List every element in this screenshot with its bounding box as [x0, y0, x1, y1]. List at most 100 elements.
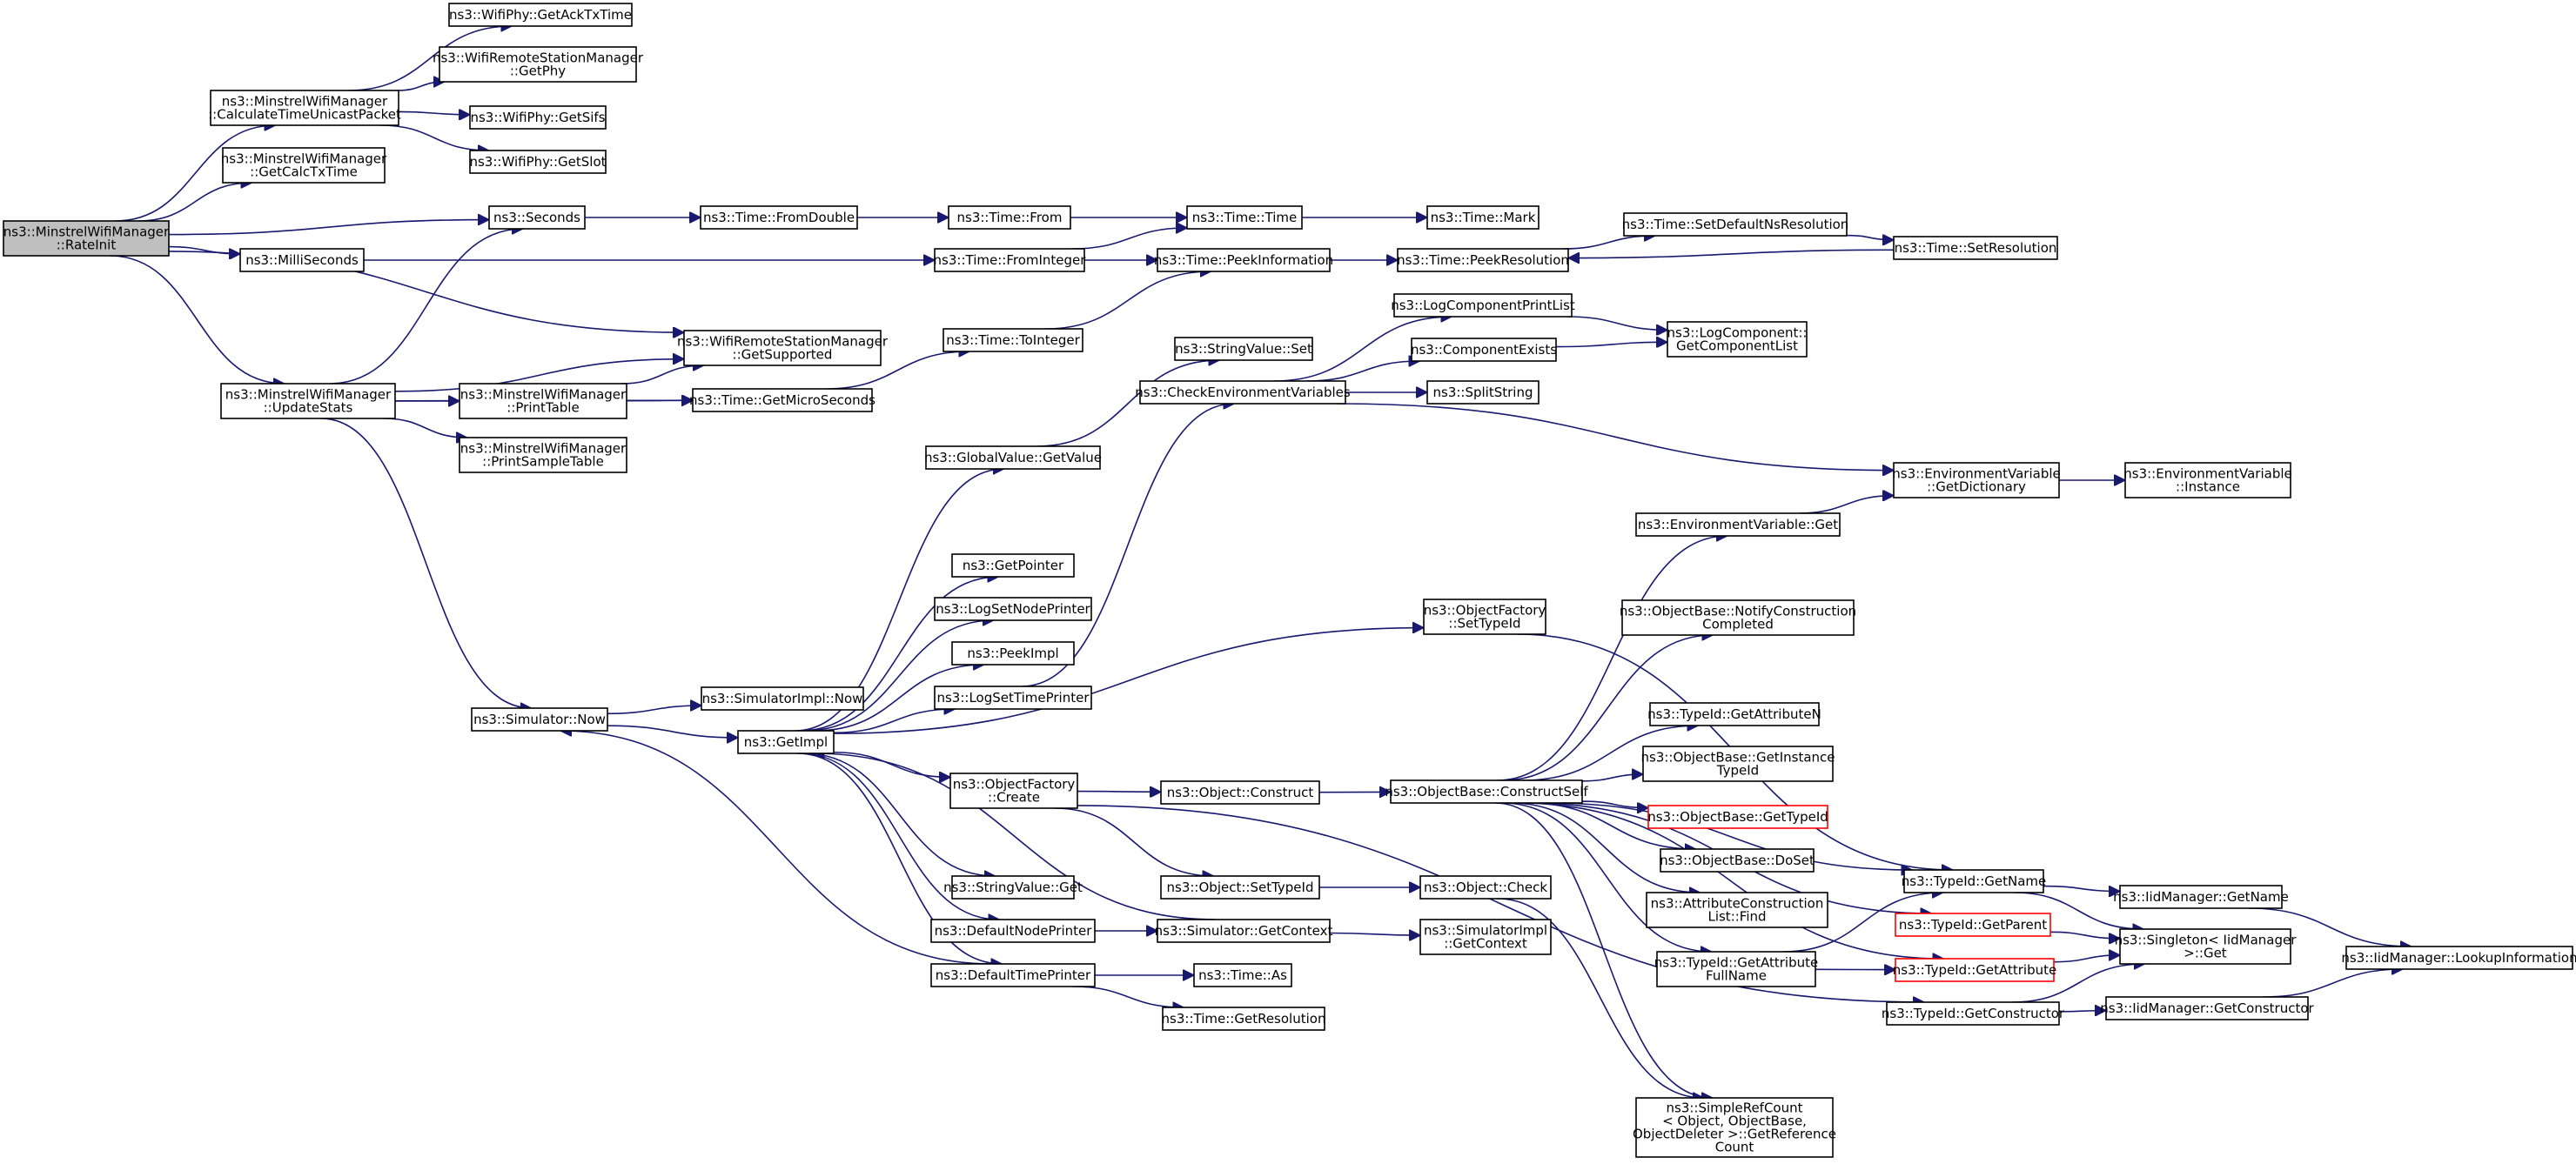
node-envget[interactable]: ns3::EnvironmentVariable::Get: [1635, 512, 1841, 537]
node-box-simnow: [471, 707, 608, 732]
node-box-iidlookup: [2345, 946, 2573, 970]
node-label-envgetdict-line-0: ns3::EnvironmentVariable: [1892, 466, 2060, 482]
node-peekres[interactable]: ns3::Time::PeekResolution: [1397, 248, 1569, 272]
node-printsample[interactable]: ns3::MinstrelWifiManager::PrintSampleTab…: [459, 437, 627, 473]
node-simplerefcount[interactable]: ns3::SimpleRefCount< Object, ObjectBase,…: [1633, 1097, 1836, 1158]
node-getslot[interactable]: ns3::WifiPhy::GetSlot: [469, 150, 607, 174]
node-simgetctx[interactable]: ns3::Simulator::GetContext: [1155, 919, 1333, 943]
node-label-tidgetattrfull-line-1: FullName: [1706, 968, 1767, 984]
node-label-getsupported-line-1: ::GetSupported: [733, 347, 833, 363]
node-logcompgetlist[interactable]: ns3::LogComponent::GetComponentList: [1667, 321, 1808, 358]
node-logsettime[interactable]: ns3::LogSetTimePrinter: [934, 686, 1092, 710]
node-fromdouble[interactable]: ns3::Time::FromDouble: [700, 205, 858, 230]
node-simnow[interactable]: ns3::Simulator::Now: [471, 707, 608, 732]
node-tidgetattribute[interactable]: ns3::TypeId::GetAttribute: [1893, 958, 2056, 982]
node-timemark[interactable]: ns3::Time::Mark: [1426, 205, 1540, 230]
node-obnotify[interactable]: ns3::ObjectBase::NotifyConstructionCompl…: [1620, 599, 1856, 636]
node-envinstance[interactable]: ns3::EnvironmentVariable::Instance: [2123, 462, 2292, 498]
node-simimplnow[interactable]: ns3::SimulatorImpl::Now: [701, 686, 864, 711]
node-tidgetattrn[interactable]: ns3::TypeId::GetAttributeN: [1647, 702, 1821, 726]
node-objsettypeid[interactable]: ns3::Object::SetTypeId: [1160, 875, 1320, 900]
edge-rateinit-to-getcalctx: [138, 183, 252, 222]
node-iidgetname[interactable]: ns3::IidManager::GetName: [2113, 885, 2289, 909]
edge-obconstructself-to-tidgetattribute: [1517, 802, 1944, 959]
node-simimplgetctx[interactable]: ns3::SimulatorImpl::GetContext: [1419, 919, 1552, 955]
node-tidgetparent[interactable]: ns3::TypeId::GetParent: [1895, 913, 2051, 937]
node-label-obnotify-line-0: ns3::ObjectBase::NotifyConstruction: [1620, 604, 1856, 619]
node-label-calcunicast-line-0: ns3::MinstrelWifiManager: [222, 94, 388, 110]
node-ofsettypeid[interactable]: ns3::ObjectFactory::SetTypeId: [1423, 599, 1546, 635]
node-getmicro[interactable]: ns3::Time::GetMicroSeconds: [689, 388, 875, 412]
node-getsifs[interactable]: ns3::WifiPhy::GetSifs: [469, 105, 607, 130]
node-getpointer[interactable]: ns3::GetPointer: [951, 553, 1075, 578]
node-svget[interactable]: ns3::StringValue::Get: [943, 875, 1083, 900]
node-singletonget[interactable]: ns3::Singleton< IidManager>::Get: [2115, 928, 2298, 965]
node-obconstructself[interactable]: ns3::ObjectBase::ConstructSelf: [1385, 779, 1588, 804]
node-tointeger[interactable]: ns3::Time::ToInteger: [943, 328, 1083, 352]
node-label-rateinit-line-0: ns3::MinstrelWifiManager: [3, 224, 170, 240]
node-setdefaultres[interactable]: ns3::Time::SetDefaultNsResolution: [1622, 212, 1849, 237]
node-label-envinstance-line-1: ::Instance: [2176, 479, 2240, 495]
node-seconds[interactable]: ns3::Seconds: [488, 205, 586, 230]
node-box-tidgetattrn: [1649, 702, 1820, 726]
node-box-iidgetconstructor: [2105, 996, 2309, 1020]
node-compexists[interactable]: ns3::ComponentExists: [1411, 338, 1557, 362]
node-objconstruct[interactable]: ns3::Object::Construct: [1160, 780, 1320, 805]
node-timegetres[interactable]: ns3::Time::GetResolution: [1162, 1007, 1326, 1031]
node-timetime[interactable]: ns3::Time::Time: [1186, 205, 1303, 230]
node-iidgetconstructor[interactable]: ns3::IidManager::GetConstructor: [2100, 996, 2315, 1020]
node-box-objconstruct: [1160, 780, 1320, 805]
node-defnodeprinter[interactable]: ns3::DefaultNodePrinter: [930, 919, 1096, 943]
node-peekimpl[interactable]: ns3::PeekImpl: [951, 641, 1075, 666]
node-logcompprint[interactable]: ns3::LogComponentPrintList: [1391, 293, 1575, 318]
node-getcalctx[interactable]: ns3::MinstrelWifiManager::GetCalcTxTime: [221, 147, 387, 184]
node-splitstring[interactable]: ns3::SplitString: [1426, 380, 1540, 405]
node-getphy[interactable]: ns3::WifiRemoteStationManager::GetPhy: [433, 46, 644, 83]
node-svset[interactable]: ns3::StringValue::Set: [1174, 337, 1313, 361]
node-calcunicast[interactable]: ns3::MinstrelWifiManager::CalculateTimeU…: [208, 90, 401, 126]
node-label-frominteger-line-0: ns3::Time::FromInteger: [934, 252, 1087, 268]
node-label-objconstruct-line-0: ns3::Object::Construct: [1167, 785, 1314, 800]
node-getimpl[interactable]: ns3::GetImpl: [737, 730, 835, 754]
node-timesetres[interactable]: ns3::Time::SetResolution: [1893, 236, 2058, 260]
node-checkenv[interactable]: ns3::CheckEnvironmentVariables: [1135, 380, 1351, 405]
edge-ofcreate-to-objsettypeid: [1054, 807, 1214, 876]
node-label-tidgetname-line-0: ns3::TypeId::GetName: [1902, 873, 2046, 889]
node-ofcreate[interactable]: ns3::ObjectFactory::Create: [949, 773, 1078, 809]
node-deftimeprinter[interactable]: ns3::DefaultTimePrinter: [930, 963, 1096, 987]
node-tidgetname[interactable]: ns3::TypeId::GetName: [1902, 869, 2046, 893]
node-label-splitstring-line-0: ns3::SplitString: [1433, 385, 1533, 400]
edge-getimpl-to-gvgetvalue: [795, 469, 1003, 732]
edge-calcunicast-to-getslot: [379, 124, 488, 151]
node-timefrom[interactable]: ns3::Time::From: [948, 205, 1071, 230]
node-label-getphy-line-1: ::GetPhy: [510, 64, 566, 79]
node-box-acllistfind: [1646, 892, 1828, 928]
node-getacktx[interactable]: ns3::WifiPhy::GetAckTxTime: [448, 3, 633, 27]
node-obdoset[interactable]: ns3::ObjectBase::DoSet: [1660, 848, 1815, 873]
node-milliseconds[interactable]: ns3::MilliSeconds: [239, 248, 365, 272]
node-obgettypeid[interactable]: ns3::ObjectBase::GetTypeId: [1647, 805, 1828, 829]
node-iidlookup[interactable]: ns3::IidManager::LookupInformation: [2341, 946, 2576, 970]
edge-printtable-to-getsupported: [621, 365, 704, 385]
node-frominteger[interactable]: ns3::Time::FromInteger: [934, 248, 1087, 272]
node-printtable[interactable]: ns3::MinstrelWifiManager::PrintTable: [459, 383, 627, 419]
node-logsetnode[interactable]: ns3::LogSetNodePrinter: [934, 597, 1092, 621]
edge-obconstructself-to-obgettypeid: [1581, 800, 1648, 808]
node-label-envget-line-0: ns3::EnvironmentVariable::Get: [1638, 517, 1838, 532]
node-box-getslot: [469, 150, 607, 174]
node-objcheck[interactable]: ns3::Object::Check: [1419, 875, 1552, 900]
node-timeas[interactable]: ns3::Time::As: [1193, 963, 1292, 987]
node-label-getslot-line-0: ns3::WifiPhy::GetSlot: [469, 154, 606, 170]
node-label-objsettypeid-line-0: ns3::Object::SetTypeId: [1167, 880, 1314, 895]
node-envgetdict[interactable]: ns3::EnvironmentVariable::GetDictionary: [1892, 462, 2061, 498]
node-peekinfo[interactable]: ns3::Time::PeekInformation: [1154, 248, 1333, 272]
node-label-milliseconds-line-0: ns3::MilliSeconds: [245, 252, 359, 268]
node-getsupported[interactable]: ns3::WifiRemoteStationManager::GetSuppor…: [677, 330, 889, 366]
node-gvgetvalue[interactable]: ns3::GlobalValue::GetValue: [924, 445, 1102, 470]
node-updatestats[interactable]: ns3::MinstrelWifiManager::UpdateStats: [220, 383, 396, 419]
node-tidgetconstructor[interactable]: ns3::TypeId::GetConstructor: [1882, 1001, 2065, 1026]
node-rateinit[interactable]: ns3::MinstrelWifiManager::RateInit: [3, 220, 170, 257]
